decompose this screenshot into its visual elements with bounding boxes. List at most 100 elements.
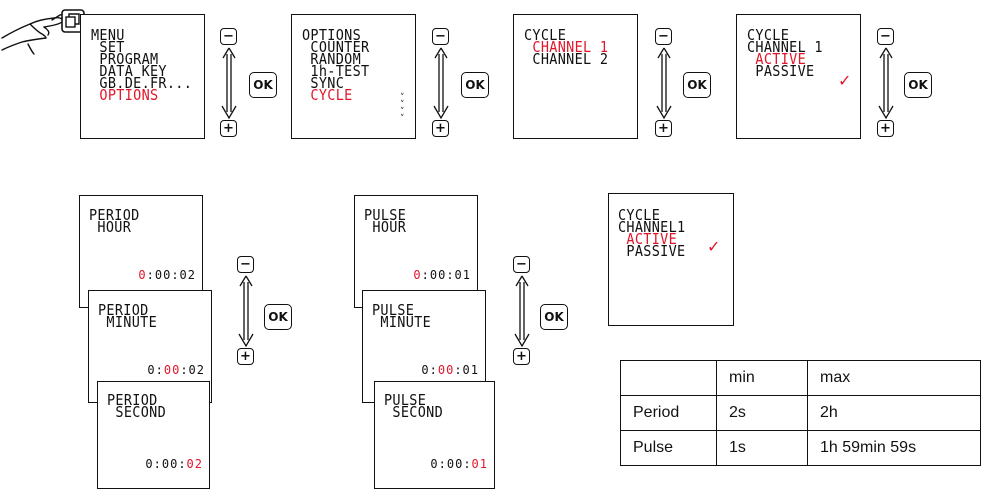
nav-controls-3: − + <box>647 28 681 138</box>
plus-button[interactable]: + <box>877 120 894 137</box>
period-title: PERIOD <box>89 206 140 225</box>
cycle-channel1-screen: CYCLE CHANNEL 1 ACTIVE PASSIVE ✓ <box>736 14 861 139</box>
period-field-minute: MINUTE <box>98 313 157 332</box>
period-field-second: SECOND <box>107 403 166 422</box>
time-minutes: 00 <box>437 363 455 377</box>
options-item-sync: SYNC <box>302 74 345 93</box>
channel-1-label: CHANNEL1 <box>618 218 686 237</box>
check-icon: ✓ <box>838 71 852 90</box>
plus-button[interactable]: + <box>220 120 237 137</box>
scroll-down-indicator: ˅˅˅˅ <box>400 93 405 124</box>
pulse-field-minute: MINUTE <box>372 313 431 332</box>
menu-item-program: PROGRAM <box>91 50 159 69</box>
time-seconds: 01 <box>471 457 488 471</box>
time-hours: 0 <box>145 457 154 471</box>
cycle-item-channel-1: CHANNEL 1 <box>524 38 609 57</box>
up-down-arrow-icon <box>656 47 672 120</box>
minus-button[interactable]: − <box>655 28 672 45</box>
pulse-field-second: SECOND <box>384 403 443 422</box>
check-icon: ✓ <box>707 237 721 256</box>
menu-item-data-key: DATA KEY <box>91 62 167 81</box>
cycle-title: CYCLE <box>524 26 567 45</box>
table-cell: Pulse <box>620 430 717 466</box>
table-cell: Period <box>620 395 717 431</box>
pointing-hand-icon <box>1 9 85 55</box>
period-hour-screen: PERIOD HOUR 0:00:02 <box>79 195 203 308</box>
plus-button[interactable]: + <box>432 120 449 137</box>
channel-1-label: CHANNEL 1 <box>747 38 823 57</box>
ok-button[interactable]: OK <box>540 304 568 330</box>
options-item-1h-test: 1h-TEST <box>302 62 370 81</box>
minus-button[interactable]: − <box>220 28 237 45</box>
options-title: OPTIONS <box>302 26 361 45</box>
table-header-cell: max <box>807 360 981 396</box>
plus-button[interactable]: + <box>237 348 254 365</box>
options-item-counter: COUNTER <box>302 38 370 57</box>
menu-screen: MENU SET PROGRAM DATA KEY GB.DE.FR... OP… <box>80 14 205 139</box>
options-screen: OPTIONS COUNTER RANDOM 1h-TEST SYNC CYCL… <box>291 14 416 139</box>
ok-button[interactable]: OK <box>264 304 292 330</box>
pulse-time-display: 0:00:01 <box>421 363 479 377</box>
up-down-arrow-icon <box>238 275 254 348</box>
mode-passive: PASSIVE <box>618 242 686 261</box>
up-down-arrow-icon <box>433 47 449 120</box>
minus-button[interactable]: − <box>513 256 530 273</box>
ok-button[interactable]: OK <box>683 72 711 98</box>
time-hours: 0 <box>430 457 439 471</box>
up-down-arrow-icon <box>221 47 237 120</box>
options-item-random: RANDOM <box>302 50 361 69</box>
cycle-title: CYCLE <box>618 206 661 225</box>
plus-button[interactable]: + <box>655 120 672 137</box>
pulse-time-display: 0:00:01 <box>413 268 471 282</box>
table-row: Pulse 1s 1h 59min 59s <box>620 430 981 466</box>
menu-title: MENU <box>91 26 125 45</box>
table-cell: 1h 59min 59s <box>807 430 981 466</box>
ok-button[interactable]: OK <box>249 72 277 98</box>
minus-button[interactable]: − <box>877 28 894 45</box>
pulse-hour-screen: PULSE HOUR 0:00:01 <box>354 195 478 308</box>
time-hours: 0 <box>138 268 147 282</box>
time-minutes: 00 <box>446 457 464 471</box>
pulse-second-screen: PULSE SECOND 0:00:01 <box>374 381 495 489</box>
cycle-channel1-active-screen: CYCLE CHANNEL1 ACTIVE PASSIVE ✓ <box>608 193 734 326</box>
minus-button[interactable]: − <box>432 28 449 45</box>
nav-controls-pulse: − + <box>505 256 539 366</box>
time-hours: 0 <box>413 268 422 282</box>
minus-button[interactable]: − <box>237 256 254 273</box>
mode-active: ACTIVE <box>618 230 677 249</box>
table-cell: 1s <box>716 430 808 466</box>
table-cell: 2h <box>807 395 981 431</box>
pulse-field-hour: HOUR <box>364 218 407 237</box>
table-header-cell: min <box>716 360 808 396</box>
ok-button[interactable]: OK <box>904 72 932 98</box>
nav-controls-period: − + <box>229 256 263 366</box>
period-field-hour: HOUR <box>89 218 132 237</box>
up-down-arrow-icon <box>514 275 530 348</box>
time-seconds: 02 <box>188 363 205 377</box>
period-second-screen: PERIOD SECOND 0:00:02 <box>97 381 210 489</box>
cycle-title: CYCLE <box>747 26 790 45</box>
time-seconds: 02 <box>186 457 203 471</box>
time-seconds: 01 <box>462 363 479 377</box>
time-minutes: 00 <box>429 268 447 282</box>
nav-controls-1: − + <box>212 28 246 138</box>
up-down-arrow-icon <box>878 47 894 120</box>
ok-button[interactable]: OK <box>461 72 489 98</box>
pulse-title: PULSE <box>384 391 427 410</box>
table-cell: 2s <box>716 395 808 431</box>
table-header-row: min max <box>620 360 981 396</box>
plus-button[interactable]: + <box>513 348 530 365</box>
nav-controls-2: − + <box>424 28 458 138</box>
table-row: Period 2s 2h <box>620 395 981 431</box>
mode-active: ACTIVE <box>747 50 806 69</box>
cycle-item-channel-2: CHANNEL 2 <box>524 50 609 69</box>
options-item-cycle: CYCLE <box>302 86 353 105</box>
time-hours: 0 <box>147 363 156 377</box>
menu-item-set: SET <box>91 38 125 57</box>
period-time-display: 0:00:02 <box>147 363 205 377</box>
table-header-cell <box>620 360 717 396</box>
period-title: PERIOD <box>98 301 149 320</box>
period-time-display: 0:00:02 <box>145 457 203 471</box>
nav-controls-4: − + <box>869 28 903 138</box>
period-title: PERIOD <box>107 391 158 410</box>
